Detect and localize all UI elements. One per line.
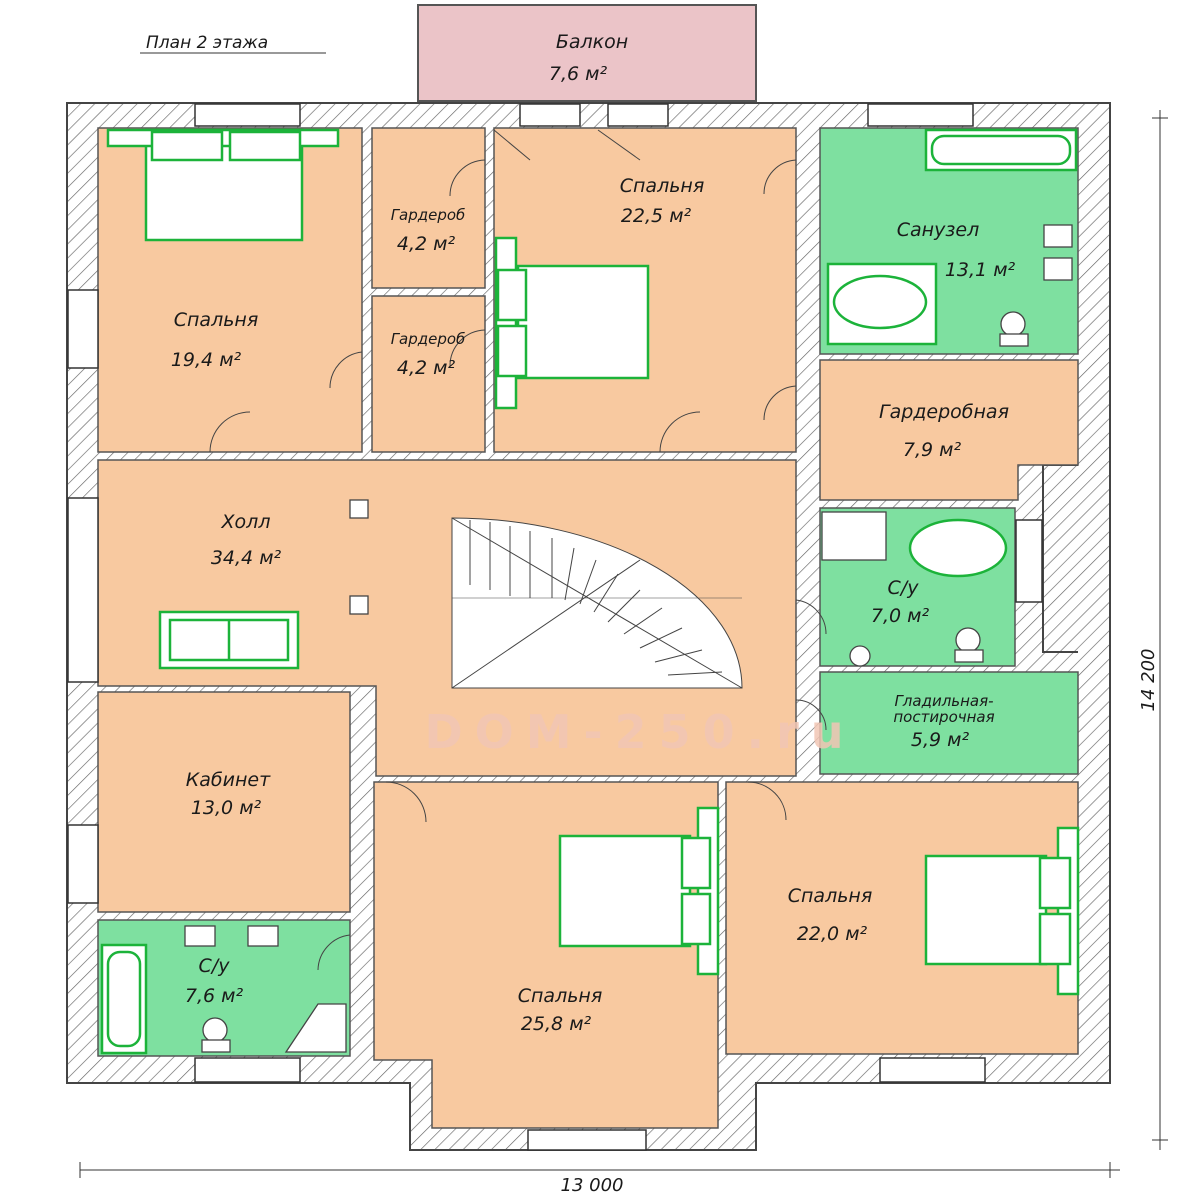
room-wardrobe-1 <box>371 127 486 289</box>
label-wardrobe-2-name: Гардероб <box>391 330 466 348</box>
room-office <box>97 691 351 913</box>
room-dressing-room <box>819 359 1079 501</box>
label-wardrobe-1-name: Гардероб <box>391 206 466 224</box>
label-hall-area: 34,4 м² <box>211 547 282 569</box>
label-balcony-name: Балкон <box>556 31 628 53</box>
room-laundry <box>819 671 1079 775</box>
label-bedroom-22-area: 22,0 м² <box>797 923 868 945</box>
label-bathroom-area: 13,1 м² <box>945 259 1016 281</box>
label-bedroom-22-name: Спальня <box>788 885 873 907</box>
label-wardrobe-2-area: 4,2 м² <box>397 357 456 379</box>
label-laundry-area: 5,9 м² <box>911 729 970 751</box>
staircase <box>451 517 743 689</box>
label-bedroom-19-name: Спальня <box>174 309 259 331</box>
dimension-width: 13 000 <box>561 1175 624 1196</box>
balcony-area <box>417 4 757 102</box>
label-wc-7-name: С/у <box>888 577 920 599</box>
sanitary-fixtures <box>184 224 1073 1053</box>
dimension-lines <box>79 110 1168 1178</box>
label-laundry-name2: постирочная <box>893 708 994 726</box>
label-bedroom-25-8-name: Спальня <box>518 985 603 1007</box>
label-office-name: Кабинет <box>186 769 271 791</box>
windows <box>67 103 1043 1151</box>
label-bedroom-22-5-area: 22,5 м² <box>621 205 692 227</box>
watermark: DOM-250.ru <box>424 705 855 759</box>
label-bedroom-19-area: 19,4 м² <box>171 349 242 371</box>
label-wc-7-6-name: С/у <box>199 955 231 977</box>
label-balcony-area: 7,6 м² <box>549 63 608 85</box>
label-bedroom-22-5-name: Спальня <box>620 175 705 197</box>
room-labels: Балкон 7,6 м² Спальня 19,4 м² Гардероб 4… <box>171 31 1016 1035</box>
door-swings <box>209 129 827 971</box>
plan-title: План 2 этажа <box>146 33 268 53</box>
label-wc-7-6-area: 7,6 м² <box>185 985 244 1007</box>
label-dressing-area: 7,9 м² <box>903 439 962 461</box>
label-bedroom-25-8-area: 25,8 м² <box>521 1013 592 1035</box>
label-wc-7-area: 7,0 м² <box>871 605 930 627</box>
room-wardrobe-2 <box>371 295 486 453</box>
label-office-area: 13,0 м² <box>191 797 262 819</box>
dimension-height: 14 200 <box>1138 649 1159 712</box>
label-laundry-name: Гладильная- <box>894 692 993 710</box>
label-wardrobe-1-area: 4,2 м² <box>397 233 456 255</box>
label-hall-name: Холл <box>221 511 271 533</box>
room-hall <box>97 459 797 777</box>
label-dressing-name: Гардеробная <box>879 401 1009 423</box>
label-bathroom-name: Санузел <box>897 219 980 241</box>
furniture <box>100 128 1080 1055</box>
